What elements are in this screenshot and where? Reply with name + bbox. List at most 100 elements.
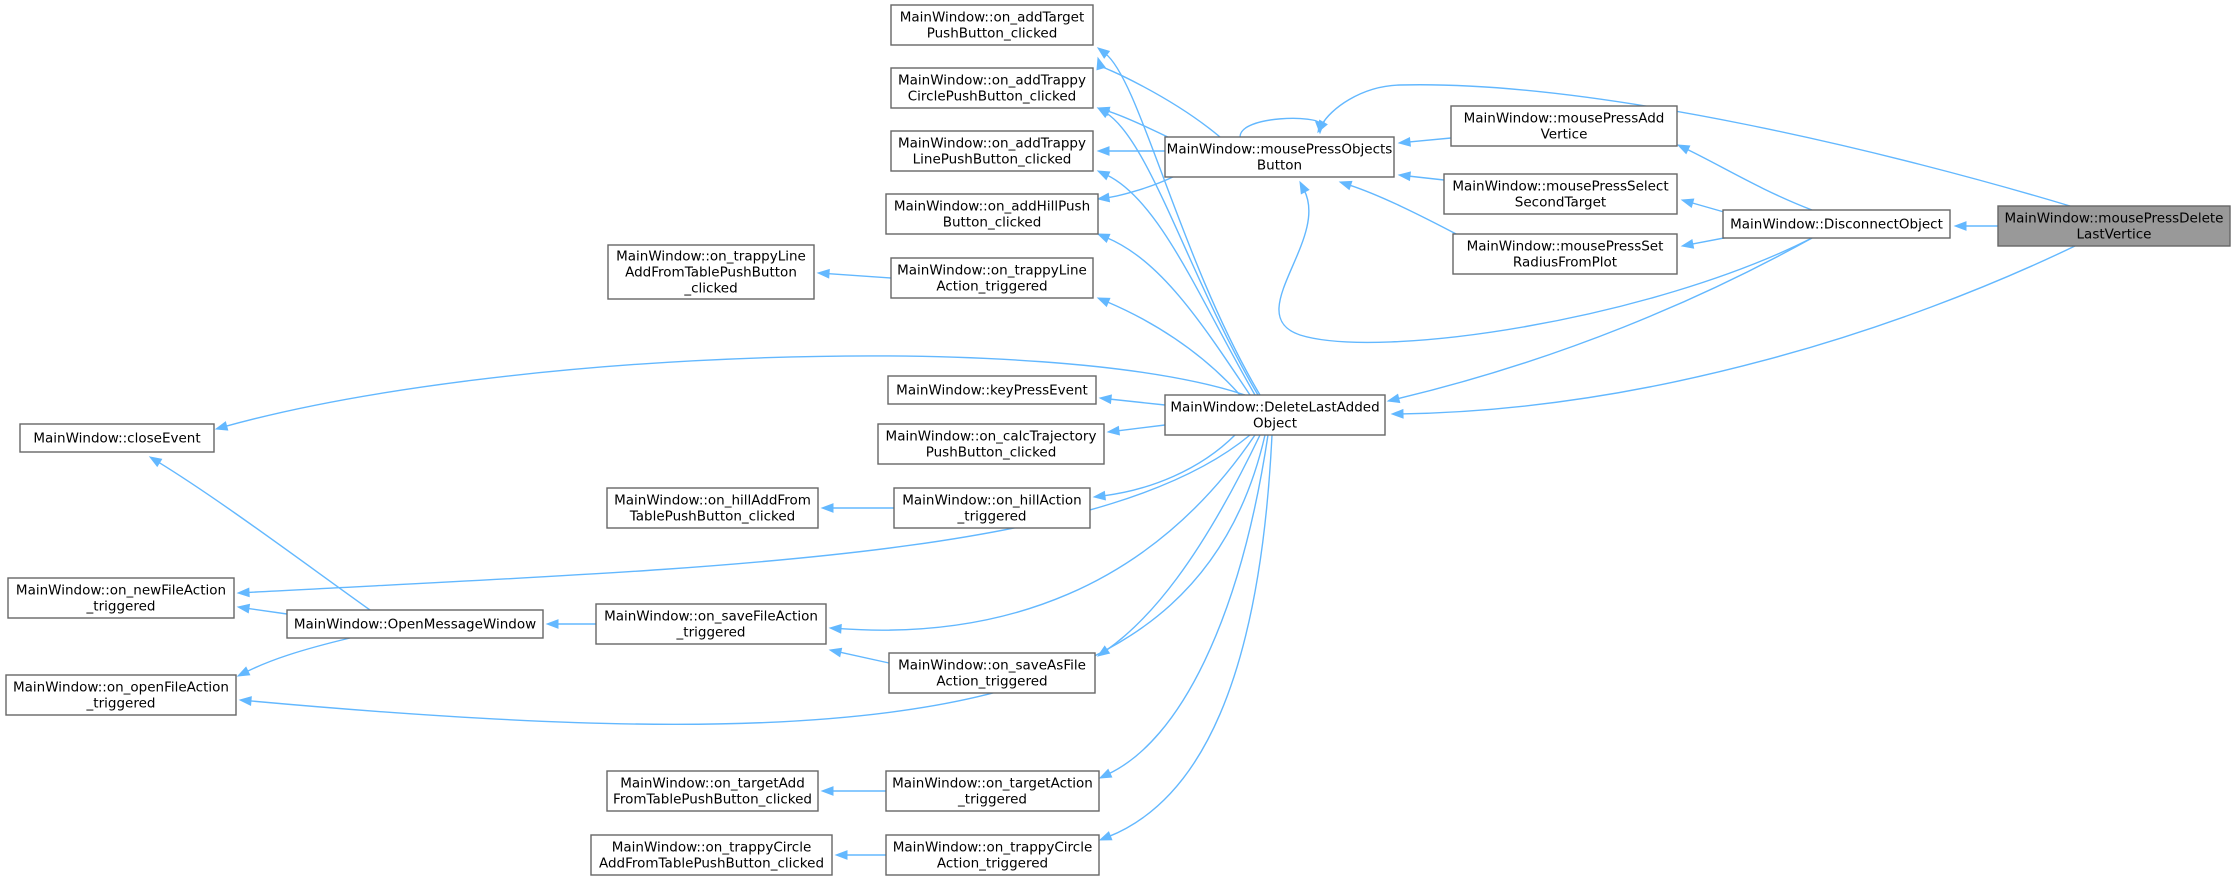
node-label-line: MainWindow::on_trappyCircle: [612, 840, 812, 856]
node-box: [885, 834, 1100, 876]
node-keyPress[interactable]: MainWindow::keyPressEvent: [887, 375, 1097, 405]
edge-line: [1108, 434, 1273, 838]
node-label-line: MainWindow::mousePressDelete: [2004, 211, 2223, 227]
edge-arrowhead: [238, 696, 252, 706]
edge-trappyLineAction-to-trappyLineAddFromTable: [816, 268, 892, 279]
node-label-line: RadiusFromPlot: [1513, 255, 1617, 271]
edge-line: [1278, 189, 1813, 344]
node-newFile[interactable]: MainWindow::on_newFileAction_triggered: [7, 577, 235, 619]
node-box: [890, 67, 1094, 109]
node-targetAddFromTable[interactable]: MainWindow::on_targetAddFromTablePushBut…: [606, 770, 819, 812]
edge-line: [1348, 184, 1461, 237]
edge-line: [1396, 237, 1813, 400]
edge-openMessage-to-newFile: [236, 603, 288, 615]
edge-deleteLast-to-trappyLineAction: [1096, 297, 1241, 396]
node-label-line: PushButton_clicked: [927, 26, 1058, 42]
edge-line: [838, 434, 1256, 631]
edge-mpObjects-to-addHill: [1096, 175, 1176, 203]
node-box: [1164, 136, 1395, 178]
node-label-line: TablePushButton_clicked: [629, 509, 796, 525]
node-label-line: MainWindow::on_addTrappy: [898, 136, 1086, 152]
node-label-line: Button_clicked: [943, 215, 1042, 231]
edge-line: [245, 637, 351, 673]
node-box: [890, 4, 1094, 46]
node-label-line: MainWindow::on_addHillPush: [894, 199, 1090, 215]
node-hillAction[interactable]: MainWindow::on_hillAction_triggered: [893, 487, 1091, 529]
edge-target-to-disconnect: [1953, 221, 1998, 231]
edge-deleteLast-to-calcTrajectory: [1106, 424, 1166, 436]
edge-line: [1407, 175, 1445, 181]
edge-line: [1106, 236, 1251, 396]
edge-arrowhead: [820, 786, 834, 796]
edge-saveAsFile-to-saveFile: [828, 647, 890, 664]
node-box: [1450, 105, 1678, 147]
node-box: [19, 423, 215, 453]
node-addTrappyCircle[interactable]: MainWindow::on_addTrappyCirclePushButton…: [890, 67, 1094, 109]
node-closeEvent[interactable]: MainWindow::closeEvent: [19, 423, 215, 453]
node-box: [606, 487, 819, 529]
node-box: [5, 674, 237, 716]
edge-arrowhead: [1680, 198, 1695, 208]
node-label-line: FromTablePushButton_clicked: [613, 792, 812, 808]
edge-disconnect-to-deleteLast: [1386, 237, 1813, 404]
node-trappyLineAddFromTable[interactable]: MainWindow::on_trappyLineAddFromTablePus…: [607, 244, 815, 300]
edge-arrowhead: [828, 647, 843, 658]
edge-arrowhead: [820, 503, 834, 513]
node-label-line: Vertice: [1541, 127, 1588, 143]
edge-deleteLast-to-addTrappyCircle: [1096, 107, 1259, 396]
node-trappyCircleAction[interactable]: MainWindow::on_trappyCircleAction_trigge…: [885, 834, 1100, 876]
node-label-line: MainWindow::on_targetAdd: [620, 776, 805, 792]
node-label-line: Action_triggered: [936, 674, 1047, 690]
edges-layer: [148, 47, 2076, 860]
node-label-line: MainWindow::on_newFileAction: [16, 583, 226, 599]
node-label-line: _triggered: [676, 625, 746, 641]
node-box: [887, 375, 1097, 405]
edge-arrowhead: [834, 850, 848, 860]
edge-line: [1407, 137, 1452, 143]
edge-arrowhead: [1299, 180, 1310, 195]
node-saveFile[interactable]: MainWindow::on_saveFileAction_triggered: [595, 603, 827, 645]
node-label-line: MainWindow::on_openFileAction: [13, 680, 229, 696]
edge-arrowhead: [1676, 144, 1691, 155]
edge-arrowhead: [1096, 297, 1111, 308]
node-label-line: AddFromTablePushButton: [625, 265, 797, 281]
node-label-line: MainWindow::OpenMessageWindow: [294, 617, 536, 633]
node-box: [1997, 205, 2231, 247]
node-targetAction[interactable]: MainWindow::on_targetAction_triggered: [885, 770, 1100, 812]
node-box: [595, 603, 827, 645]
node-hillAddFromTable[interactable]: MainWindow::on_hillAddFromTablePushButto…: [606, 487, 819, 529]
node-label-line: Action_triggered: [937, 856, 1048, 872]
edge-mpObjects-to-addTarget: [1096, 56, 1221, 138]
node-label-line: MainWindow::DisconnectObject: [1730, 217, 1943, 233]
node-box: [890, 257, 1094, 299]
node-trappyCircleAddFromTable[interactable]: MainWindow::on_trappyCircleAddFromTableP…: [590, 834, 833, 876]
node-openFile[interactable]: MainWindow::on_openFileAction_triggered: [5, 674, 237, 716]
node-openMessage[interactable]: MainWindow::OpenMessageWindow: [286, 609, 544, 639]
node-trappyLineAction[interactable]: MainWindow::on_trappyLineAction_triggere…: [890, 257, 1094, 299]
edge-line: [826, 272, 892, 279]
edge-line: [1105, 174, 1256, 396]
node-label-line: MainWindow::on_trappyLine: [897, 263, 1087, 279]
edge-saveFile-to-openMessage: [545, 619, 596, 629]
node-addTrappyLine[interactable]: MainWindow::on_addTrappyLinePushButton_c…: [890, 130, 1094, 172]
node-saveAsFile[interactable]: MainWindow::on_saveAsFileAction_triggere…: [888, 652, 1096, 694]
node-box: [885, 770, 1100, 812]
node-disconnect[interactable]: MainWindow::DisconnectObject: [1722, 209, 1951, 239]
node-label-line: MainWindow::DeleteLastAdded: [1170, 400, 1379, 416]
edge-deleteLast-to-keyPress: [1098, 394, 1166, 406]
node-addTarget[interactable]: MainWindow::on_addTargetPushButton_click…: [890, 4, 1094, 46]
edge-line: [1321, 84, 2071, 207]
node-label-line: Button: [1257, 158, 1302, 174]
node-box: [893, 487, 1091, 529]
node-label-line: MainWindow::on_addTrappy: [898, 73, 1086, 89]
node-calcTrajectory[interactable]: MainWindow::on_calcTrajectoryPushButton_…: [877, 423, 1105, 465]
node-label-line: MainWindow::on_saveFileAction: [604, 609, 818, 625]
node-label-line: _triggered: [957, 509, 1027, 525]
edge-arrowhead: [236, 587, 250, 598]
